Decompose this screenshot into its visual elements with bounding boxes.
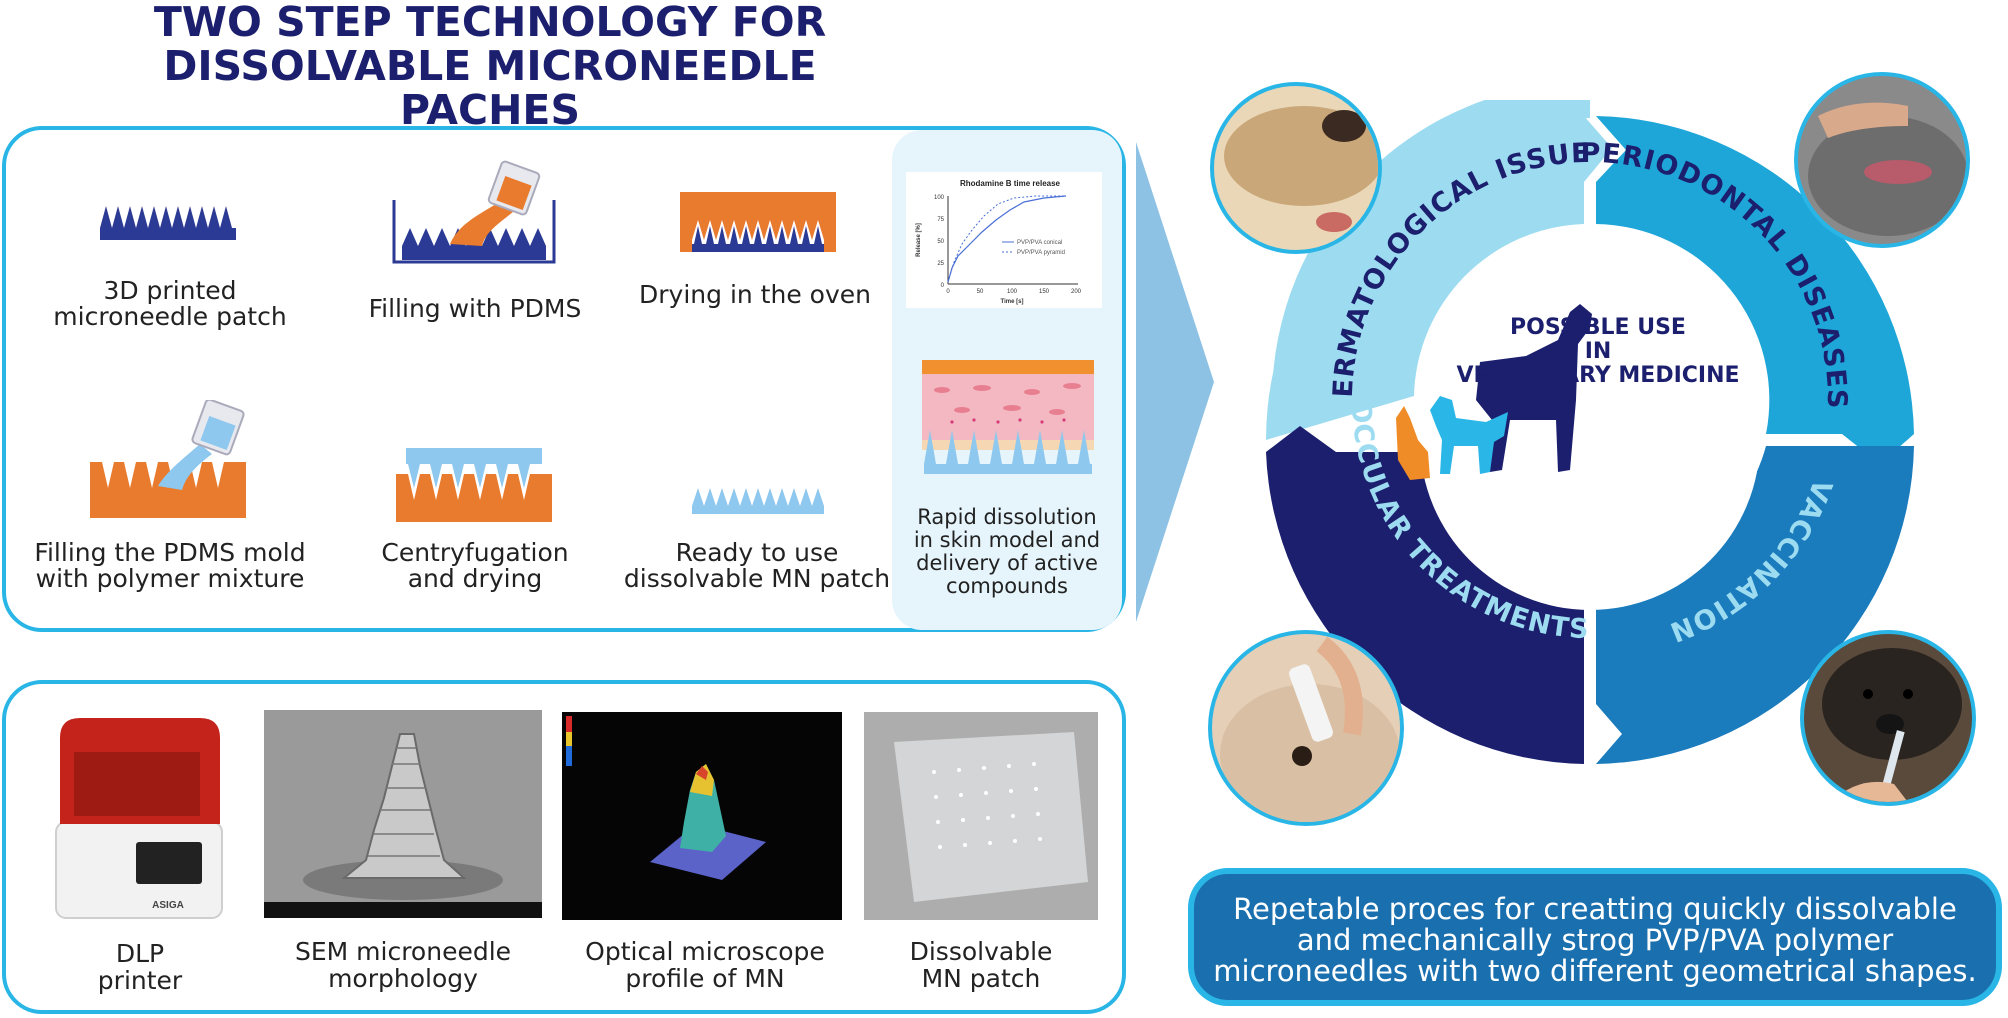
photo-occular	[1208, 630, 1404, 826]
ready-patch-illustration	[692, 488, 824, 514]
dlp-printer-image: ASIGA	[55, 718, 223, 919]
svg-text:0: 0	[941, 283, 945, 289]
release-chart-title: Rhodamine B time release	[960, 179, 1061, 188]
svg-text:0: 0	[946, 289, 950, 295]
title-line-2: DISSOLVABLE MICRONEEDLE PACHES	[163, 42, 817, 134]
step-label-oven: Drying in the oven	[639, 280, 871, 309]
release-chart-xlabel: Time [s]	[1001, 299, 1024, 305]
page-title: TWO STEP TECHNOLOGY FOR DISSOLVABLE MICR…	[150, 0, 830, 132]
optical-profile-image	[562, 712, 842, 920]
svg-text:50: 50	[937, 239, 944, 245]
printer-brand: ASIGA	[152, 900, 184, 911]
svg-text:25: 25	[937, 261, 944, 267]
summary-box: Repetable proces for creatting quickly d…	[1188, 868, 2002, 1006]
svg-text:PVP/PVA pyramid: PVP/PVA pyramid	[1017, 250, 1065, 256]
photo-vaccination	[1800, 630, 1976, 806]
title-line-1: TWO STEP TECHNOLOGY FOR	[153, 0, 827, 46]
svg-text:75: 75	[937, 217, 944, 223]
photo-periodontal	[1794, 72, 1970, 248]
sem-morphology-image	[264, 710, 542, 918]
mold-filling-illustration	[90, 400, 246, 518]
veterinary-use-cycle: DERMATOLOGICAL ISSUES PERIODONTAL DISEAS…	[1240, 100, 1914, 764]
pointer-chevron	[1136, 142, 1214, 622]
svg-text:200: 200	[1071, 289, 1082, 295]
release-chart-ylabel: Release [%]	[916, 223, 922, 257]
svg-text:50: 50	[977, 289, 984, 295]
step-label-filling-pdms: Filling with PDMS	[368, 294, 582, 323]
summary-line-1: Repetable proces for creatting quickly d…	[1233, 892, 1957, 926]
svg-text:100: 100	[934, 195, 945, 201]
printed-patch-illustration	[100, 206, 236, 240]
release-chart: Rhodamine B time release 100 75 50 25 0 …	[906, 172, 1102, 308]
photo-dermatological	[1210, 82, 1382, 254]
summary-line-3: microneedles with two different geometri…	[1213, 954, 1977, 988]
oven-drying-illustration	[680, 192, 836, 252]
centrifugation-illustration	[396, 448, 552, 522]
skin-model-illustration	[922, 360, 1094, 474]
svg-text:150: 150	[1039, 289, 1050, 295]
summary-line-2: and mechanically strog PVP/PVA polymer	[1296, 923, 1894, 957]
svg-text:100: 100	[1007, 289, 1018, 295]
pdms-filling-illustration	[392, 160, 556, 264]
dissolvable-patch-image	[864, 712, 1098, 920]
svg-text:PVP/PVA conical: PVP/PVA conical	[1017, 240, 1062, 246]
